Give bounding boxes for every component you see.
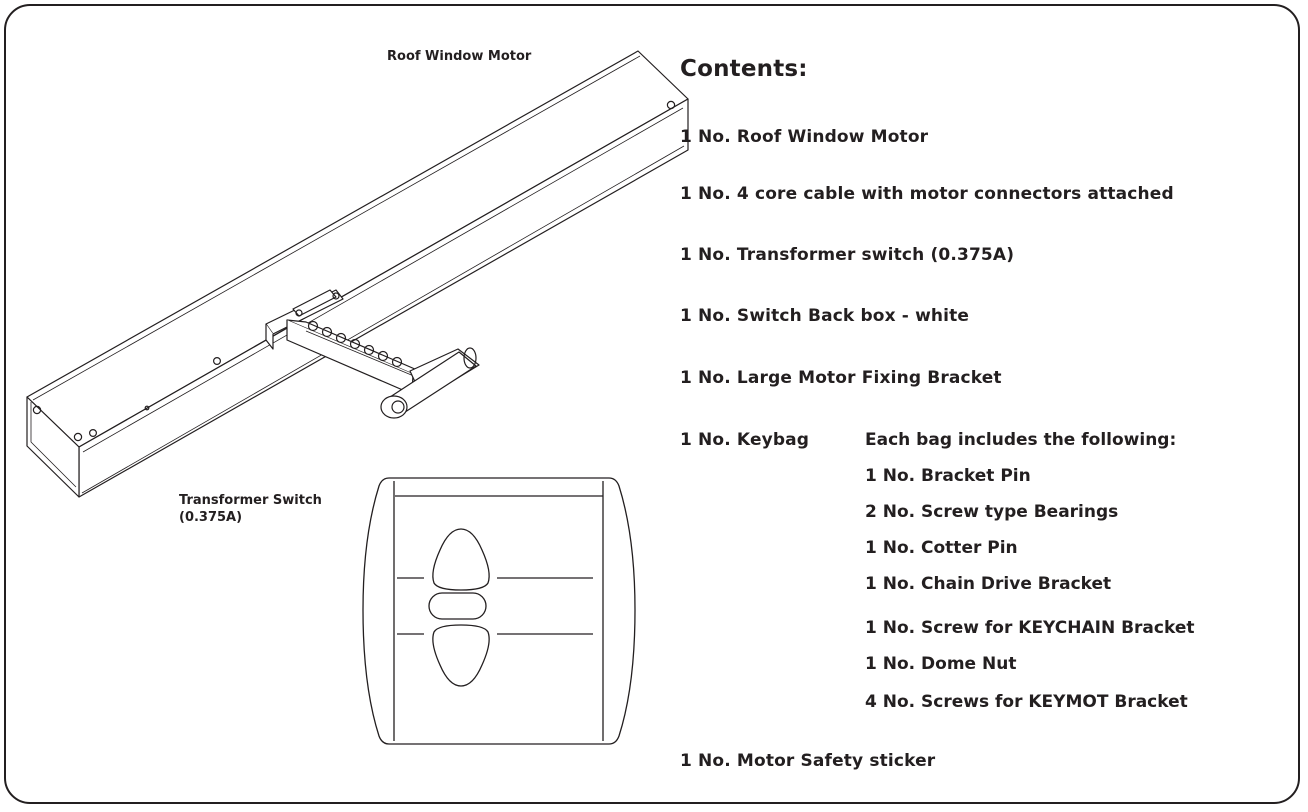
contents-item-last: 1 No. Motor Safety sticker [680, 751, 936, 771]
contents-item: 1 No. Roof Window Motor [680, 127, 929, 147]
keybag-item: 4 No. Screws for KEYMOT Bracket [865, 692, 1188, 712]
keybag-item: 1 No. Cotter Pin [865, 538, 1018, 558]
keybag-item: 1 No. Bracket Pin [865, 466, 1031, 486]
contents-item: 1 No. Large Motor Fixing Bracket [680, 368, 1002, 388]
switch-caption: Transformer Switch (0.375A) [179, 492, 322, 526]
contents-item: 1 No. Transformer switch (0.375A) [680, 245, 1015, 265]
contents-item: 1 No. Switch Back box - white [680, 306, 970, 326]
transformer-switch-drawing [362, 477, 636, 745]
document-frame [4, 4, 1300, 804]
keybag-header: Each bag includes the following: [865, 430, 1177, 450]
keybag-item: 1 No. Dome Nut [865, 654, 1017, 674]
keybag-item: 1 No. Screw for KEYCHAIN Bracket [865, 618, 1195, 638]
contents-item-keybag: 1 No. Keybag [680, 430, 810, 450]
keybag-item: 2 No. Screw type Bearings [865, 502, 1119, 522]
motor-caption: Roof Window Motor [387, 49, 532, 64]
contents-item: 1 No. 4 core cable with motor connectors… [680, 184, 1174, 204]
contents-title: Contents: [680, 56, 808, 82]
switch-caption-line1: Transformer Switch [179, 493, 322, 508]
switch-caption-line2: (0.375A) [179, 510, 243, 525]
keybag-item: 1 No. Chain Drive Bracket [865, 574, 1112, 594]
roof-window-motor-drawing [26, 50, 689, 498]
